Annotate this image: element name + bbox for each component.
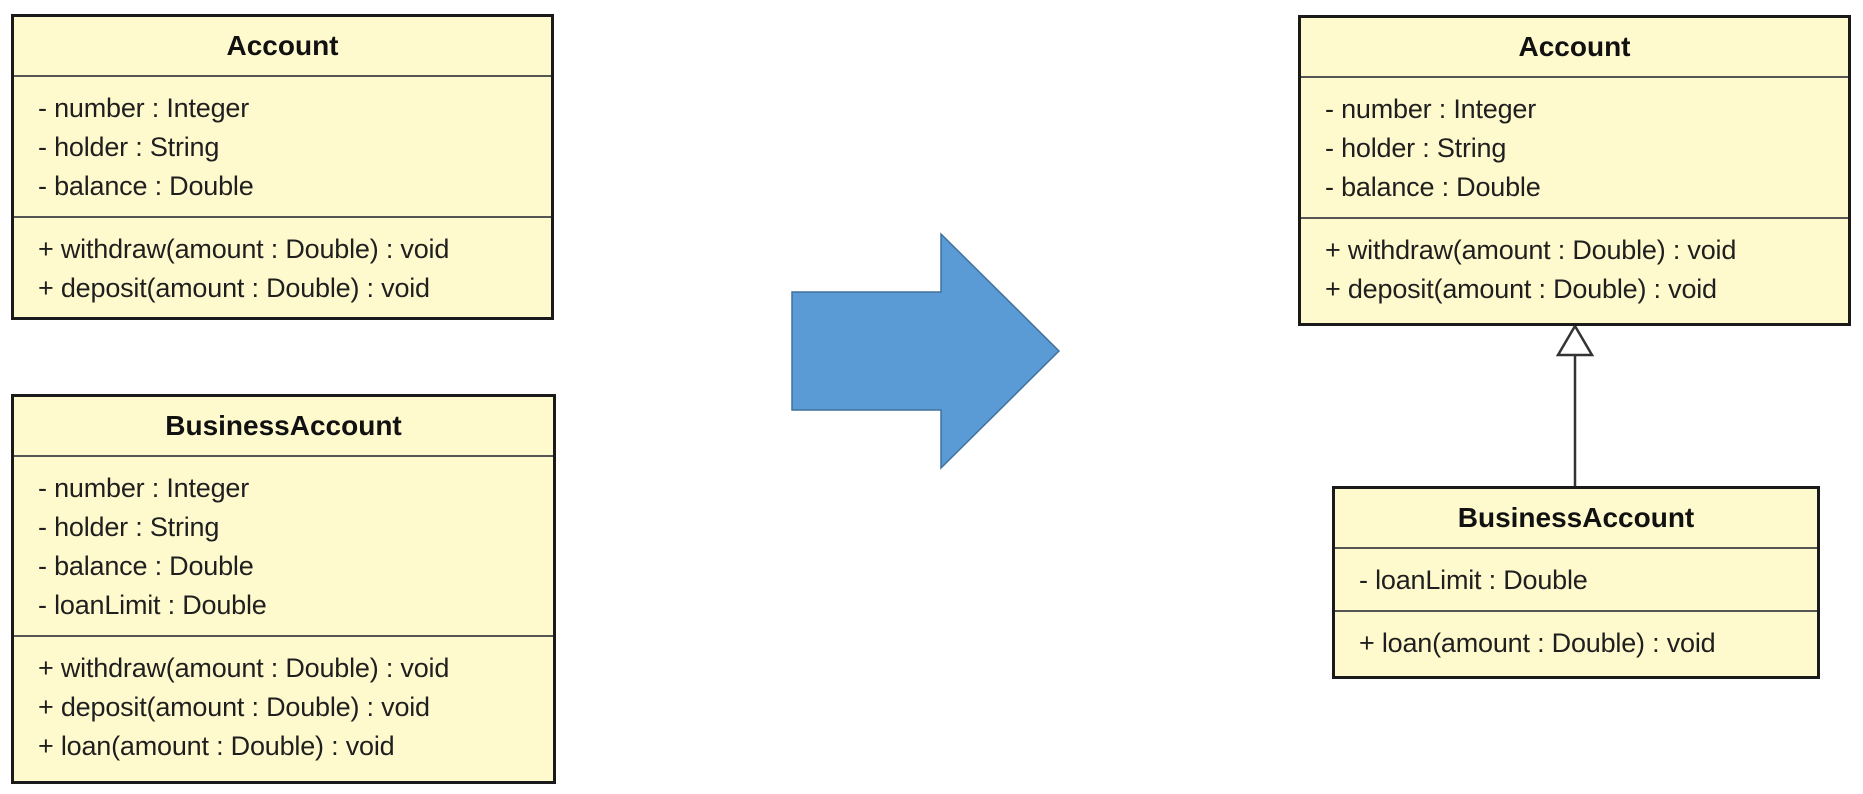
class-name: BusinessAccount [14,397,553,457]
operation: + withdraw(amount : Double) : void [38,234,450,264]
operations-compartment: + withdraw(amount : Double) : void + dep… [1301,219,1848,319]
attribute: - balance : Double [1325,172,1541,202]
class-name: Account [1301,18,1848,78]
uml-class-business-account-before[interactable]: BusinessAccount - number : Integer - hol… [11,394,556,784]
hollow-triangle-arrowhead-icon [1555,323,1595,357]
operations-compartment: + withdraw(amount : Double) : void + dep… [14,637,553,776]
operation: + deposit(amount : Double) : void [1325,274,1717,304]
attributes-compartment: - number : Integer - holder : String - b… [1301,78,1848,219]
attributes-compartment: - number : Integer - holder : String - b… [14,77,551,218]
attribute: - loanLimit : Double [38,590,267,620]
attributes-compartment: - number : Integer - holder : String - b… [14,457,553,637]
operation: + withdraw(amount : Double) : void [38,653,450,683]
operation: + deposit(amount : Double) : void [38,273,430,303]
operation: + loan(amount : Double) : void [1359,628,1716,658]
attribute: - number : Integer [1325,94,1537,124]
attribute: - holder : String [1325,133,1507,163]
attribute: - loanLimit : Double [1359,565,1588,595]
class-name: Account [14,17,551,77]
operations-compartment: + loan(amount : Double) : void [1335,612,1817,673]
attribute: - balance : Double [38,171,254,201]
attribute: - holder : String [38,512,220,542]
attribute: - holder : String [38,132,220,162]
operation: + loan(amount : Double) : void [38,731,395,761]
operation: + withdraw(amount : Double) : void [1325,235,1737,265]
right-arrow-icon [791,232,1061,470]
attribute: - balance : Double [38,551,254,581]
uml-class-account-after[interactable]: Account - number : Integer - holder : St… [1298,15,1851,326]
attribute: - number : Integer [38,473,250,503]
attributes-compartment: - loanLimit : Double [1335,549,1817,612]
class-name: BusinessAccount [1335,489,1817,549]
attribute: - number : Integer [38,93,250,123]
uml-class-account-before[interactable]: Account - number : Integer - holder : St… [11,14,554,320]
uml-class-business-account-after[interactable]: BusinessAccount - loanLimit : Double + l… [1332,486,1820,679]
operation: + deposit(amount : Double) : void [38,692,430,722]
operations-compartment: + withdraw(amount : Double) : void + dep… [14,218,551,318]
